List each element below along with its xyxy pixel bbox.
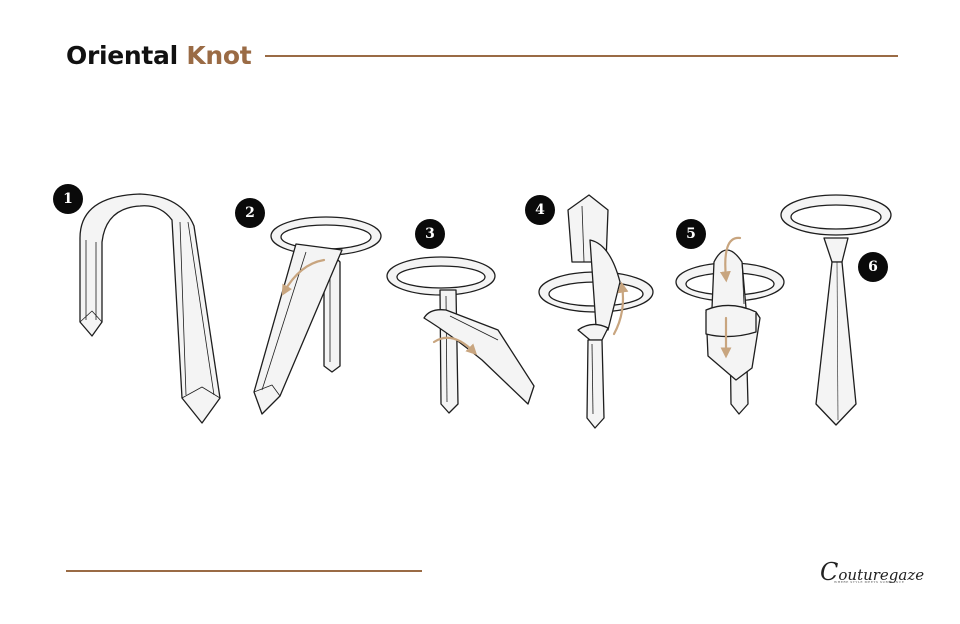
arrow-step-5-up [719, 236, 742, 283]
brand-initial: C [820, 558, 839, 586]
arrow-step-2 [281, 258, 326, 296]
direction-arrows [281, 236, 742, 359]
step-4-illustration [538, 194, 654, 429]
footer-rule [66, 570, 422, 572]
step-6-illustration [780, 194, 892, 426]
brand-tagline: WHERE STYLE MEETS SUBSTANCE [834, 580, 905, 584]
step-badge-1: 1 [53, 184, 83, 214]
step-badge-5: 5 [676, 219, 706, 249]
header-rule [265, 55, 898, 57]
arrow-step-4 [612, 281, 629, 336]
title-accent: Knot [186, 41, 252, 70]
step-badge-2: 2 [235, 198, 265, 228]
title-main: Oriental [66, 41, 178, 70]
step-badge-3: 3 [415, 219, 445, 249]
arrow-step-3 [432, 336, 478, 356]
step-badge-4: 4 [525, 195, 555, 225]
page-title: Oriental Knot [66, 38, 252, 74]
brand-name: outuregaze [838, 566, 925, 584]
step-3-illustration [386, 256, 535, 414]
step-5-illustration [675, 249, 785, 415]
step-badge-6: 6 [858, 252, 888, 282]
step-2-illustration [253, 216, 382, 415]
brand-logo: Couturegaze WHERE STYLE MEETS SUBSTANCE [820, 558, 924, 586]
step-1-illustration [79, 193, 221, 424]
